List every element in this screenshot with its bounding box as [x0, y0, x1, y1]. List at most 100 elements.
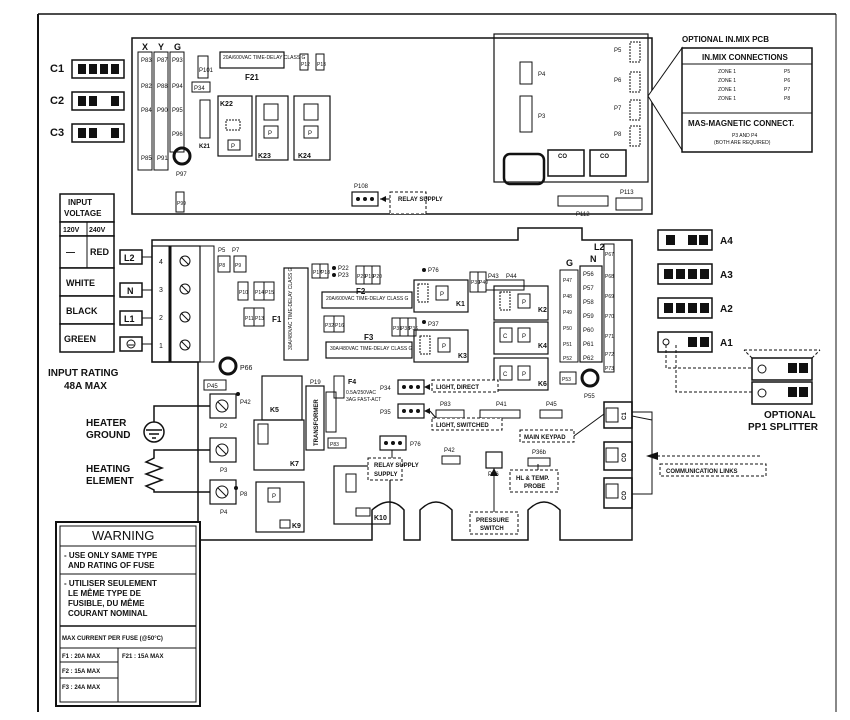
svg-text:P36b: P36b	[532, 450, 547, 456]
svg-text:P76: P76	[428, 268, 439, 274]
svg-text:P: P	[442, 344, 446, 350]
svg-text:P: P	[440, 292, 444, 298]
svg-text:N: N	[590, 254, 597, 264]
svg-text:P3: P3	[220, 468, 228, 474]
warning-box: WARNING - USE ONLY SAME TYPE AND RATING …	[55, 521, 201, 707]
svg-text:C3: C3	[50, 127, 64, 139]
svg-text:ZONE 1: ZONE 1	[718, 96, 736, 102]
svg-text:K4: K4	[538, 343, 547, 350]
svg-text:P11: P11	[245, 316, 254, 322]
svg-text:ELEMENT: ELEMENT	[86, 476, 134, 487]
svg-text:K22: K22	[220, 101, 233, 108]
svg-text:LE MÊME TYPE DE: LE MÊME TYPE DE	[68, 589, 142, 598]
svg-text:1: 1	[159, 343, 163, 350]
svg-text:P61: P61	[583, 342, 594, 348]
svg-text:P: P	[272, 494, 276, 500]
svg-text:P99: P99	[177, 201, 186, 207]
svg-text:P35: P35	[380, 410, 391, 416]
svg-text:IN.MIX CONNECTIONS: IN.MIX CONNECTIONS	[702, 53, 788, 62]
svg-text:K6: K6	[538, 381, 547, 388]
svg-text:P5: P5	[784, 69, 790, 75]
svg-text:20A/600VAC TIME-DELAY CLASS G: 20A/600VAC TIME-DELAY CLASS G	[326, 296, 409, 302]
svg-text:P90: P90	[157, 108, 168, 114]
inmix-title: OPTIONAL IN.MIX PCB	[682, 35, 769, 44]
svg-text:COMMUNICATION LINKS: COMMUNICATION LINKS	[666, 469, 738, 475]
svg-text:240V: 240V	[89, 227, 106, 234]
svg-text:P68: P68	[605, 274, 614, 280]
svg-text:P7: P7	[232, 248, 240, 254]
svg-text:4: 4	[159, 259, 163, 266]
svg-text:BLACK: BLACK	[66, 306, 98, 316]
svg-text:P3 AND P4: P3 AND P4	[732, 133, 758, 139]
svg-text:P19: P19	[365, 274, 374, 280]
svg-text:L1: L1	[124, 314, 135, 324]
svg-text:P95: P95	[172, 108, 183, 114]
svg-text:P56: P56	[583, 272, 594, 278]
svg-text:WHITE: WHITE	[66, 278, 95, 288]
svg-text:P42: P42	[444, 448, 455, 454]
svg-text:- USE ONLY SAME TYPE: - USE ONLY SAME TYPE	[64, 551, 158, 560]
svg-text:F1 : 20A MAX: F1 : 20A MAX	[62, 654, 100, 660]
svg-text:P57: P57	[583, 286, 594, 292]
svg-text:C1: C1	[50, 63, 64, 75]
svg-text:P2: P2	[220, 424, 228, 430]
svg-text:P44: P44	[506, 274, 517, 280]
callout-labels: LIGHT, DIRECT LIGHT, SWITCHED MAIN KEYPA…	[367, 379, 767, 535]
svg-text:P48: P48	[563, 294, 572, 300]
svg-text:P16: P16	[335, 323, 344, 329]
svg-text:P5: P5	[614, 48, 622, 54]
svg-text:TRANSFORMER: TRANSFORMER	[314, 399, 320, 446]
inmix-table: IN.MIX CONNECTIONS ZONE 1 P5 ZONE 1 P6 ZON…	[681, 47, 813, 153]
svg-text:P51: P51	[563, 342, 572, 348]
svg-text:P22: P22	[338, 266, 349, 272]
svg-text:F1: F1	[272, 315, 282, 324]
svg-text:MAS-MAGNETIC CONNECT.: MAS-MAGNETIC CONNECT.	[688, 119, 794, 128]
svg-text:A2: A2	[720, 304, 733, 315]
svg-text:MAX CURRENT PER FUSE (@50°C): MAX CURRENT PER FUSE (@50°C)	[62, 636, 163, 642]
svg-text:2: 2	[159, 315, 163, 322]
a-connectors: A4 A3 A2 A1	[657, 229, 733, 353]
svg-text:VOLTAGE: VOLTAGE	[64, 209, 102, 218]
svg-text:CO: CO	[622, 491, 628, 500]
svg-text:ZONE 1: ZONE 1	[718, 78, 736, 84]
svg-text:CO: CO	[558, 154, 567, 160]
heater-ground: HEATER GROUND	[86, 405, 210, 443]
svg-text:20A/600VAC TIME-DELAY CLASS G: 20A/600VAC TIME-DELAY CLASS G	[223, 55, 306, 61]
inmix-callout	[647, 46, 683, 152]
svg-text:0.5A/250VAC: 0.5A/250VAC	[346, 390, 376, 396]
svg-text:P36: P36	[409, 326, 418, 332]
svg-text:P18: P18	[321, 270, 330, 276]
svg-text:X: X	[142, 42, 148, 52]
svg-text:RED: RED	[90, 247, 110, 257]
svg-text:ZONE 1: ZONE 1	[718, 69, 736, 75]
terminal-labels: L2 N L1	[119, 249, 143, 352]
svg-text:P9: P9	[235, 263, 241, 269]
svg-text:P8: P8	[614, 132, 622, 138]
p113-label: P113	[620, 190, 634, 196]
svg-text:P45: P45	[207, 384, 218, 390]
svg-text:P: P	[522, 372, 526, 378]
svg-text:P97: P97	[176, 172, 187, 178]
svg-text:P37: P37	[428, 322, 439, 328]
svg-text:P4: P4	[538, 72, 546, 78]
svg-text:F2 : 15A MAX: F2 : 15A MAX	[62, 669, 100, 675]
svg-text:P71: P71	[605, 334, 614, 340]
svg-text:K7: K7	[290, 461, 299, 468]
svg-text:P40: P40	[479, 280, 488, 286]
svg-text:PROBE: PROBE	[524, 484, 545, 490]
p113	[615, 197, 643, 211]
svg-text:PRESSURE: PRESSURE	[476, 518, 509, 524]
svg-text:CO: CO	[600, 154, 609, 160]
svg-text:P67: P67	[605, 252, 614, 258]
svg-text:F3 : 24A MAX: F3 : 24A MAX	[62, 685, 100, 691]
svg-text:P88: P88	[157, 84, 168, 90]
svg-text:F21 : 15A MAX: F21 : 15A MAX	[122, 654, 163, 660]
svg-text:K24: K24	[298, 153, 311, 160]
svg-text:K23: K23	[258, 153, 271, 160]
svg-text:GROUND: GROUND	[86, 430, 130, 441]
svg-text:MAIN KEYPAD: MAIN KEYPAD	[524, 435, 566, 441]
svg-text:P49: P49	[563, 310, 572, 316]
svg-text:120V: 120V	[63, 227, 80, 234]
svg-text:P6: P6	[784, 78, 790, 84]
svg-text:A1: A1	[720, 338, 733, 349]
